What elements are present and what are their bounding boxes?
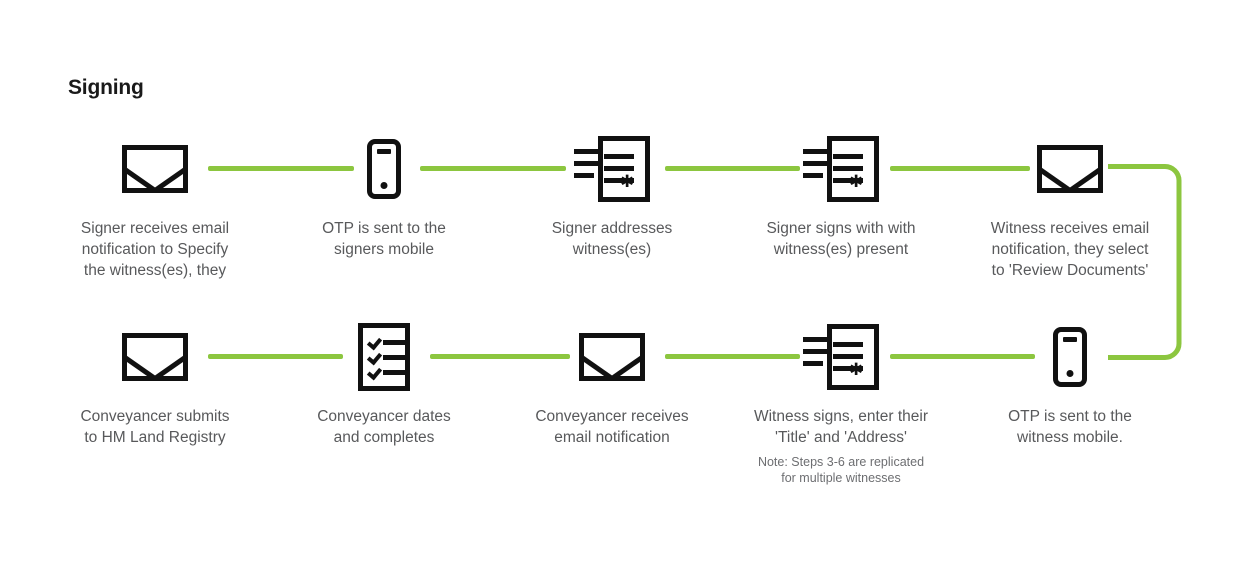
flow-step-r2-1[interactable]: Conveyancer submits to HM Land Registry xyxy=(55,320,255,448)
flow-step-r2-4[interactable]: ✱ Witness signs, enter their 'Title' and… xyxy=(741,320,941,486)
wrap-around-connector xyxy=(1108,164,1182,360)
flow-step-caption: Conveyancer receives email notification xyxy=(535,408,689,446)
connector-r1-4-5 xyxy=(890,166,1030,171)
signed-document-icon: ✱ xyxy=(803,320,879,394)
flow-step-caption: Signer addresses witness(es) xyxy=(551,220,673,258)
envelope-icon xyxy=(122,320,188,394)
envelope-icon xyxy=(122,132,188,206)
flow-step-r1-5[interactable]: Witness receives email notification, the… xyxy=(970,132,1170,281)
flow-step-caption: Witness receives email notification, the… xyxy=(990,220,1150,279)
flow-step-caption: Signer signs with with witness(es) prese… xyxy=(766,220,916,258)
connector-r1-2-3 xyxy=(420,166,566,171)
mobile-phone-icon xyxy=(367,132,401,206)
signed-document-icon: ✱ xyxy=(803,132,879,206)
flow-step-r2-5[interactable]: OTP is sent to the witness mobile. xyxy=(970,320,1170,448)
envelope-icon xyxy=(579,320,645,394)
connector-r1-3-4 xyxy=(665,166,800,171)
connector-r2-2-3 xyxy=(430,354,570,359)
connector-r2-4-5 xyxy=(890,354,1035,359)
mobile-phone-icon xyxy=(1053,320,1087,394)
flow-step-r2-3[interactable]: Conveyancer receives email notification xyxy=(512,320,712,448)
flow-step-caption: Conveyancer dates and completes xyxy=(317,408,451,446)
flow-step-r1-2[interactable]: OTP is sent to the signers mobile xyxy=(284,132,484,260)
flow-step-note: Note: Steps 3-6 are replicated for multi… xyxy=(757,455,925,485)
connector-r2-3-4 xyxy=(665,354,800,359)
flow-step-r1-1[interactable]: Signer receives email notification to Sp… xyxy=(55,132,255,281)
page-title: Signing xyxy=(68,76,144,99)
flow-step-caption: OTP is sent to the signers mobile xyxy=(322,220,446,258)
signed-document-icon: ✱ xyxy=(574,132,650,206)
envelope-icon xyxy=(1037,132,1103,206)
flow-step-caption: Conveyancer submits to HM Land Registry xyxy=(80,408,230,446)
connector-r2-1-2 xyxy=(208,354,343,359)
connector-r1-1-2 xyxy=(208,166,354,171)
checklist-icon xyxy=(358,320,410,394)
flow-step-caption: OTP is sent to the witness mobile. xyxy=(1008,408,1132,446)
flow-step-caption: Witness signs, enter their 'Title' and '… xyxy=(753,408,928,446)
flow-step-caption: Signer receives email notification to Sp… xyxy=(80,220,230,279)
flow-step-r2-2[interactable]: Conveyancer dates and completes xyxy=(284,320,484,448)
flow-step-r1-4[interactable]: ✱ Signer signs with with witness(es) pre… xyxy=(741,132,941,260)
flow-step-r1-3[interactable]: ✱ Signer addresses witness(es) xyxy=(512,132,712,260)
